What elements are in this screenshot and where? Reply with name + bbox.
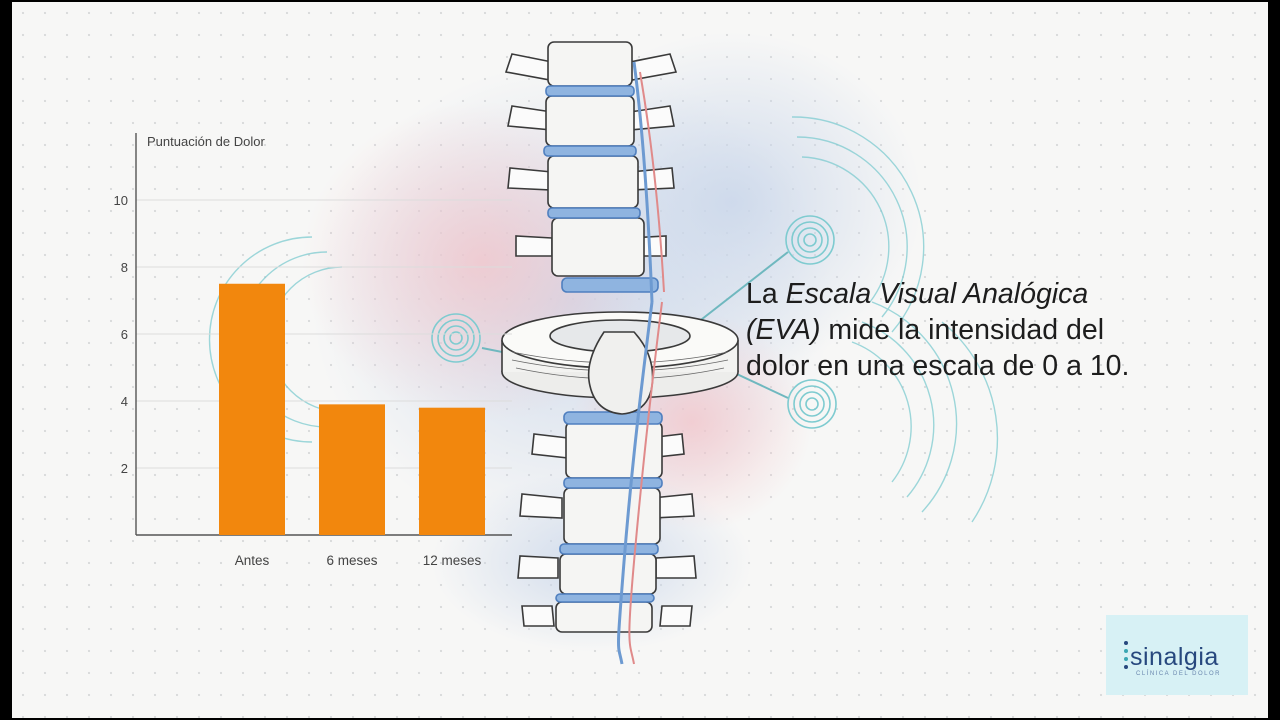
caption-text-start: La — [746, 278, 786, 310]
y-tick-label: 8 — [121, 260, 128, 275]
caption-text-end: mide la intensidad del dolor en una esca… — [746, 314, 1130, 382]
logo-subtitle: CLÍNICA DEL DOLOR — [1136, 671, 1221, 677]
x-tick-label: 6 meses — [326, 553, 377, 568]
bar-0 — [219, 283, 285, 535]
slide: 2 4 6 8 10 Antes 6 meses 12 meses Puntuación d… — [12, 2, 1268, 718]
pain-point-markers — [431, 215, 837, 429]
chart-bars — [219, 283, 485, 535]
spine-column — [501, 41, 739, 665]
ripple-arcs — [208, 116, 999, 523]
x-tick-labels: Antes 6 meses 12 meses — [235, 553, 482, 568]
y-tick-label: 10 — [114, 193, 128, 208]
y-tick-labels: 2 4 6 8 10 — [114, 193, 128, 476]
y-tick-label: 2 — [121, 461, 128, 476]
x-tick-label: 12 meses — [423, 553, 482, 568]
x-tick-label: Antes — [235, 553, 270, 568]
logo-wordmark: sinalgia — [1130, 643, 1219, 671]
eva-caption: La Escala Visual Analógica (EVA) mide la… — [746, 276, 1166, 384]
bar-1 — [319, 404, 385, 535]
y-tick-label: 6 — [121, 327, 128, 342]
y-tick-label: 4 — [121, 394, 128, 409]
pain-score-bar-chart: 2 4 6 8 10 Antes 6 meses 12 meses Puntuación d… — [114, 133, 512, 568]
sinalgia-logo: sinalgia CLÍNICA DEL DOLOR — [1106, 615, 1248, 695]
bar-2 — [419, 407, 485, 535]
y-axis-label: Puntuación de Dolor — [147, 134, 265, 149]
spine-illustration: 2 4 6 8 10 Antes 6 meses 12 meses Puntuación d… — [114, 32, 999, 665]
caption-emphasis: Escala Visual Analógica (EVA) — [746, 278, 1089, 346]
logo-dots-icon — [1124, 641, 1128, 669]
